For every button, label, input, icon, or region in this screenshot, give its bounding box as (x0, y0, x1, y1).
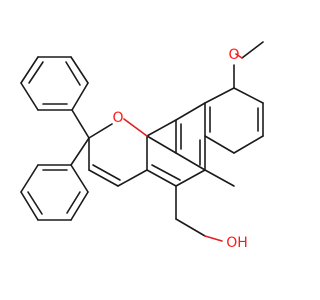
bond (175, 152, 206, 171)
bond (71, 109, 90, 139)
bond (235, 53, 243, 59)
bond (123, 118, 148, 137)
bond (92, 164, 121, 181)
ring-oxygen-label: O (112, 110, 123, 126)
bond (65, 61, 81, 86)
bond (204, 135, 235, 154)
bond (175, 218, 206, 237)
bond (70, 191, 89, 221)
bond (151, 164, 181, 181)
bond (88, 169, 119, 187)
bond (175, 169, 206, 187)
molecule-structure: O O OH (20, 41, 264, 251)
bond (20, 56, 39, 84)
bond (146, 119, 177, 137)
bond (71, 82, 89, 111)
bond (88, 123, 113, 139)
bond (175, 102, 206, 121)
atom-labels: O O OH (112, 47, 247, 251)
bond (70, 56, 89, 84)
bond (233, 87, 264, 104)
bond (20, 82, 39, 111)
bond (146, 169, 177, 187)
methoxy-oxygen-label: O (228, 47, 239, 63)
bond (233, 135, 264, 154)
bond (70, 137, 90, 166)
bond (28, 61, 44, 84)
bond (241, 41, 264, 59)
bond (117, 169, 148, 187)
bond (204, 87, 235, 104)
bond (146, 135, 177, 154)
bond-skeleton (20, 41, 264, 242)
bond (20, 164, 39, 193)
bond (66, 191, 81, 214)
bond (204, 235, 223, 242)
bond (70, 164, 89, 193)
hydroxyl-label: OH (226, 235, 248, 251)
bond (20, 191, 39, 221)
bond (27, 191, 43, 215)
bond (204, 169, 235, 187)
